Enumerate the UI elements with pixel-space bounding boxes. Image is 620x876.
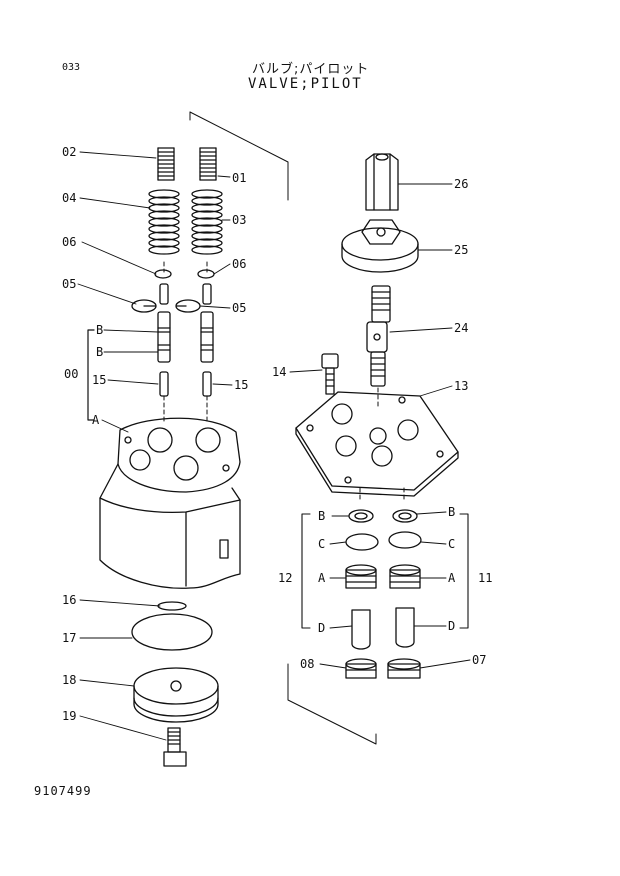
callout-11: 11 — [478, 571, 493, 585]
callout-a-right: A — [448, 571, 456, 585]
callout-14: 14 — [272, 365, 287, 379]
callout-19: 19 — [62, 709, 77, 723]
plate-25 — [342, 220, 418, 272]
seat-stack-right — [388, 510, 421, 678]
leader-lines — [78, 152, 470, 740]
callout-02: 02 — [62, 145, 77, 159]
callout-b-stack-left: B — [318, 509, 326, 523]
callout-04: 04 — [62, 191, 77, 205]
plate-05-right — [176, 300, 200, 312]
spool-left — [158, 284, 170, 362]
callout-05-left: 05 — [62, 277, 77, 291]
callout-00: 00 — [64, 367, 79, 381]
pilot-valve-casing — [100, 418, 240, 588]
callout-b-upper: B — [96, 323, 104, 337]
callout-26: 26 — [454, 177, 469, 191]
callout-07: 07 — [472, 653, 487, 667]
callout-15-left: 15 — [92, 373, 107, 387]
o-ring-16 — [158, 602, 186, 610]
plate-13 — [296, 392, 458, 496]
callout-17: 17 — [62, 631, 77, 645]
callout-05-right: 05 — [232, 301, 247, 315]
callout-03: 03 — [232, 213, 247, 227]
bracket-11 — [460, 514, 468, 628]
spring-03 — [192, 190, 222, 254]
title-japanese: バルブ;パイロット — [252, 62, 370, 77]
callout-b-lower: B — [96, 345, 104, 359]
joint-24 — [367, 286, 390, 386]
title-english: VALVE;PILOT — [248, 76, 363, 92]
callout-12: 12 — [278, 571, 293, 585]
spool-right — [201, 284, 213, 362]
callout-d-right: D — [448, 619, 456, 633]
bracket-12 — [302, 514, 310, 628]
nut-26 — [366, 154, 398, 210]
bracket-00 — [88, 330, 94, 420]
bolt-14 — [322, 354, 338, 394]
callout-d-left: D — [318, 621, 326, 635]
spring-02 — [158, 148, 174, 180]
washer-06-right — [198, 270, 214, 278]
plate-05-left — [132, 300, 156, 312]
spring-01 — [200, 148, 216, 180]
seal-17 — [132, 614, 212, 650]
page-number: 033 — [62, 62, 81, 73]
callout-c-left: C — [318, 537, 326, 551]
callout-a: A — [92, 413, 100, 427]
callout-06-left: 06 — [62, 235, 77, 249]
pin-15-left — [160, 372, 168, 396]
seat-stack-left — [346, 510, 378, 678]
cover-18 — [134, 668, 218, 722]
callout-13: 13 — [454, 379, 469, 393]
callout-15-right: 15 — [234, 378, 249, 392]
callout-16: 16 — [62, 593, 77, 607]
callout-06-right: 06 — [232, 257, 247, 271]
callout-b-stack-right: B — [448, 505, 456, 519]
callout-08: 08 — [300, 657, 315, 671]
callout-24: 24 — [454, 321, 469, 335]
callout-18: 18 — [62, 673, 77, 687]
washer-06-left — [155, 270, 171, 278]
spring-04 — [149, 190, 179, 254]
callout-c-right: C — [448, 537, 456, 551]
callout-01: 01 — [232, 171, 247, 185]
bolt-19 — [164, 728, 186, 766]
drawing-number: 9107499 — [34, 784, 92, 798]
callout-25: 25 — [454, 243, 469, 257]
pin-15-right — [203, 372, 211, 396]
callout-a-left: A — [318, 571, 326, 585]
